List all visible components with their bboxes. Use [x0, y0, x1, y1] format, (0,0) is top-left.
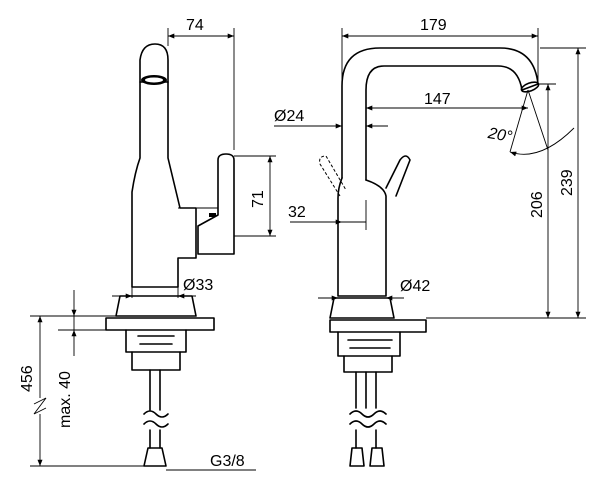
side-lever [385, 155, 411, 197]
front-base [115, 295, 197, 317]
dim-side-outlet-projection: 147 [424, 91, 451, 108]
side-deck-plate [329, 319, 427, 333]
dim-side-lever-offset: 32 [288, 204, 306, 221]
dim-side-outlet-height: 206 [529, 191, 546, 218]
front-deck-plate [105, 317, 215, 331]
side-base [329, 297, 395, 319]
dim-side-spout-diameter: Ø24 [274, 108, 304, 125]
dim-supply-length: 456 [19, 365, 36, 392]
side-dimensions: 179 147 Ø24 20° 32 Ø42 206 239 [274, 17, 586, 319]
side-faucet-body [337, 177, 387, 297]
front-supply-hose [149, 369, 161, 449]
front-lever [197, 153, 235, 255]
dim-side-body-diameter: Ø42 [400, 278, 430, 295]
dim-connection-thread: G3/8 [210, 453, 245, 470]
dim-front-body-diameter: Ø33 [183, 277, 213, 294]
side-view [319, 47, 540, 467]
dim-front-lever-height: 71 [250, 190, 267, 208]
front-view [105, 43, 235, 467]
dim-side-reach: 179 [420, 17, 447, 34]
dim-side-lever-angle: 20° [486, 125, 514, 146]
dim-front-width: 74 [186, 17, 204, 34]
side-lever-tilted [319, 155, 347, 197]
side-supply-hose [355, 371, 377, 449]
front-dimensions: 74 71 Ø33 456 max. 40 G3/8 [19, 17, 276, 471]
front-faucet-body [131, 81, 197, 288]
dim-side-total-height: 239 [559, 169, 576, 196]
front-spout-tip [139, 43, 169, 83]
side-spout [341, 47, 539, 181]
dim-max-deck-thickness: max. 40 [57, 371, 74, 428]
